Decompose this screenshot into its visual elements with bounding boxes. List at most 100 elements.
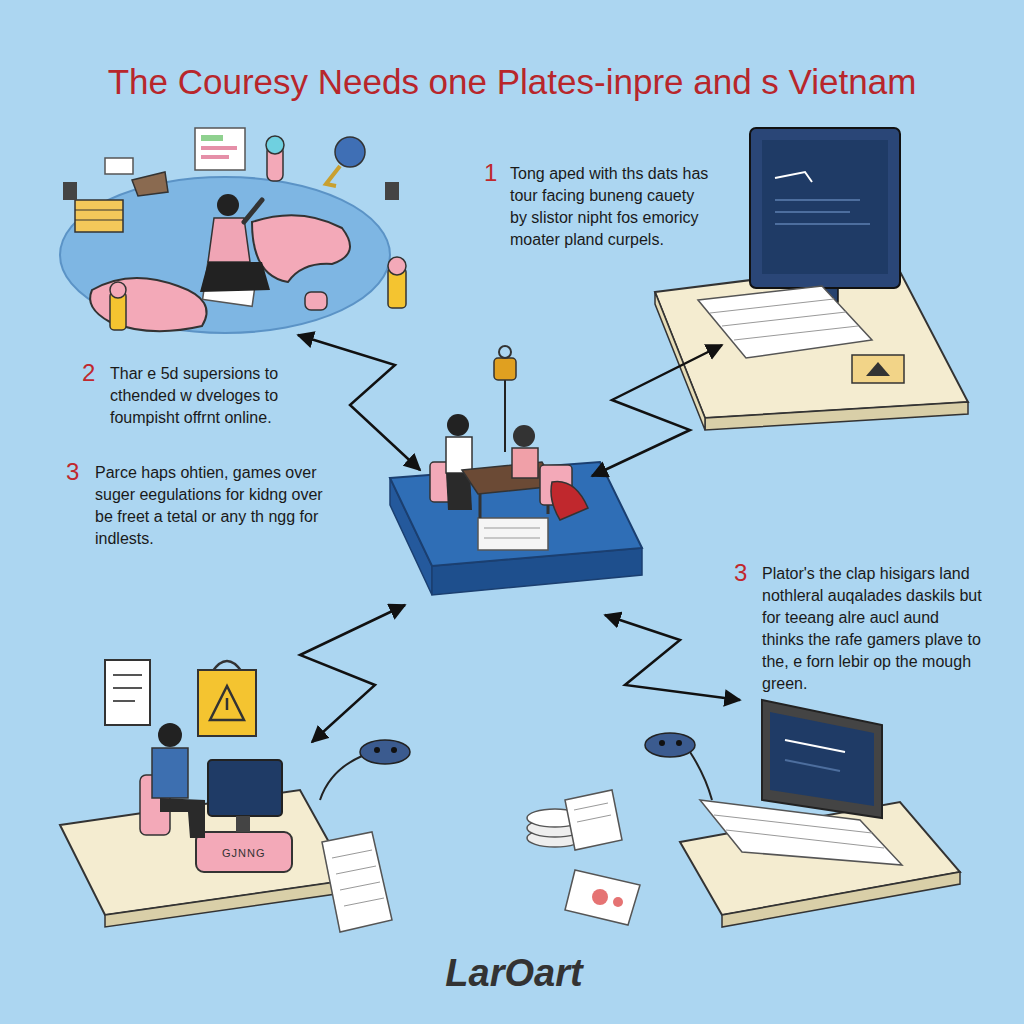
gamer-desk (208, 760, 282, 816)
callout-number: 3 (734, 561, 747, 585)
laptop-desk (527, 700, 960, 927)
callout-number: 3 (66, 460, 79, 484)
laptop-desk (574, 803, 608, 810)
study-scene (201, 146, 237, 150)
gamer-desk (210, 686, 244, 720)
study-scene (75, 200, 123, 232)
meeting-platform (512, 448, 538, 478)
study-scene (201, 155, 229, 159)
study-scene (201, 135, 223, 141)
laptop-desk (565, 870, 640, 925)
flow-arrow (300, 605, 405, 742)
meeting-platform (504, 380, 506, 452)
study-scene (110, 282, 126, 298)
study-scene (60, 177, 390, 333)
laptop-desk (762, 700, 882, 818)
watermark: LarOart (443, 952, 585, 995)
gamer-desk (160, 798, 205, 838)
desktop-computer (750, 128, 900, 288)
gamer-desk (391, 747, 397, 753)
gamer-desk (336, 866, 376, 874)
gamer-desk (198, 670, 256, 736)
desktop-computer (762, 140, 888, 274)
study-scene (335, 137, 365, 167)
laptop-desk (592, 889, 608, 905)
desktop-computer (655, 292, 705, 430)
laptop-desk (726, 830, 884, 848)
laptop-desk (690, 752, 712, 800)
study-scene (75, 220, 123, 221)
gamer-desk (340, 882, 380, 890)
laptop-desk (613, 897, 623, 907)
desktop-computer (705, 402, 968, 430)
study-scene (252, 215, 350, 282)
gamer-desk (105, 660, 150, 725)
laptop-desk (770, 712, 874, 806)
meeting-platform (513, 425, 535, 447)
meeting-platform (494, 358, 516, 380)
flow-arrow (298, 335, 420, 470)
laptop-desk (785, 760, 840, 771)
gamer-desk (344, 898, 384, 906)
meeting-platform (484, 538, 540, 539)
gamer-desk (158, 723, 182, 747)
desktop-computer (866, 362, 890, 376)
gamer-desk (226, 698, 229, 710)
study-scene (105, 158, 133, 174)
gamer-desk (322, 832, 392, 932)
title: The Couresy Needs one Plates-inpre and s… (0, 62, 1024, 102)
desktop-computer (775, 211, 850, 213)
desktop-computer (775, 172, 812, 182)
laptop-desk (700, 800, 902, 865)
flow-arrows (298, 335, 740, 742)
gamer-desk (360, 740, 410, 764)
gamer-desk (320, 756, 362, 800)
study-scene (132, 172, 168, 196)
study-scene (385, 182, 399, 200)
gamer-desk (332, 850, 372, 858)
laptop-desk (676, 740, 682, 746)
study-scene (305, 292, 327, 310)
laptop-desk (722, 872, 960, 927)
meeting-platform (478, 518, 548, 550)
study-scene (195, 128, 245, 170)
study-scene (63, 182, 77, 200)
laptop-desk (645, 733, 695, 757)
meeting-platform (479, 494, 482, 518)
gamer-desk (113, 674, 142, 676)
desktop-computer (734, 326, 858, 340)
laptop-desk (785, 740, 845, 752)
meeting-platform (499, 346, 511, 358)
laptop-desk (577, 815, 611, 822)
study-scene (208, 218, 250, 262)
gamer-desk (236, 816, 250, 832)
flow-arrow (592, 345, 722, 476)
meeting-platform (447, 414, 469, 436)
gamer-desk (196, 832, 292, 872)
study-scene (90, 278, 206, 331)
flow-arrow (605, 615, 740, 700)
desktop-computer (852, 355, 904, 383)
study-scene (200, 262, 270, 292)
meeting-platform (551, 482, 588, 520)
meeting-platform (446, 437, 472, 473)
gamer-desk (113, 700, 135, 702)
desktop-computer (698, 286, 872, 358)
laptop-desk (565, 790, 622, 850)
desktop-computer (775, 199, 860, 201)
note-text: Thar e 5d supersions to cthended w dvelo… (110, 363, 328, 429)
callout-number: 2 (82, 361, 95, 385)
gamer-desk (152, 748, 188, 798)
chair-label: GJNNG (222, 846, 266, 860)
laptop-desk (714, 815, 872, 833)
desktop-computer (710, 299, 834, 313)
study-scene (217, 194, 239, 216)
gamer-desk (105, 880, 350, 927)
desktop-computer (775, 223, 870, 225)
study-scene (266, 136, 284, 154)
gamer-desk (374, 747, 380, 753)
laptop-desk (659, 740, 665, 746)
meeting-platform (484, 528, 540, 529)
gamer-desk (113, 687, 142, 689)
note-text: Parce haps ohtien, games over suger eegu… (95, 462, 325, 550)
